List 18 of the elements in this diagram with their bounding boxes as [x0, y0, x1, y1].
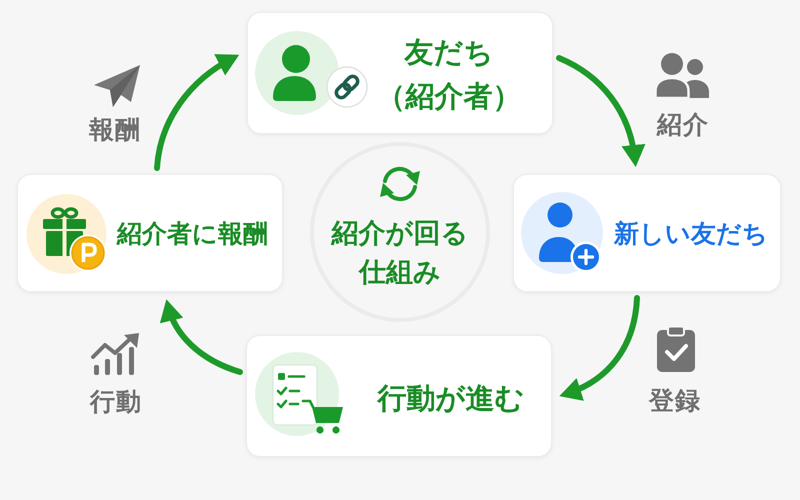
arrow: [559, 295, 640, 400]
card: [247, 12, 553, 134]
card: [513, 174, 781, 292]
card-title: 新しい友だち: [614, 218, 769, 250]
arrow: [154, 54, 240, 171]
card-title: 友だち（紹介者）: [376, 34, 522, 115]
edge-label: 紹介: [657, 110, 709, 140]
edge-label: 報酬: [89, 115, 141, 145]
arrow: [160, 299, 243, 375]
card-title: 行動が進む: [376, 380, 526, 416]
card: [17, 174, 283, 292]
arrow: [556, 55, 645, 167]
circle: [310, 142, 490, 322]
edge-label: 行動: [90, 387, 142, 417]
card: [246, 335, 552, 457]
edge-label: 登録: [649, 386, 701, 416]
circle-title: 紹介が回る仕組み: [330, 217, 470, 290]
card-title: 紹介者に報酬: [117, 218, 269, 250]
